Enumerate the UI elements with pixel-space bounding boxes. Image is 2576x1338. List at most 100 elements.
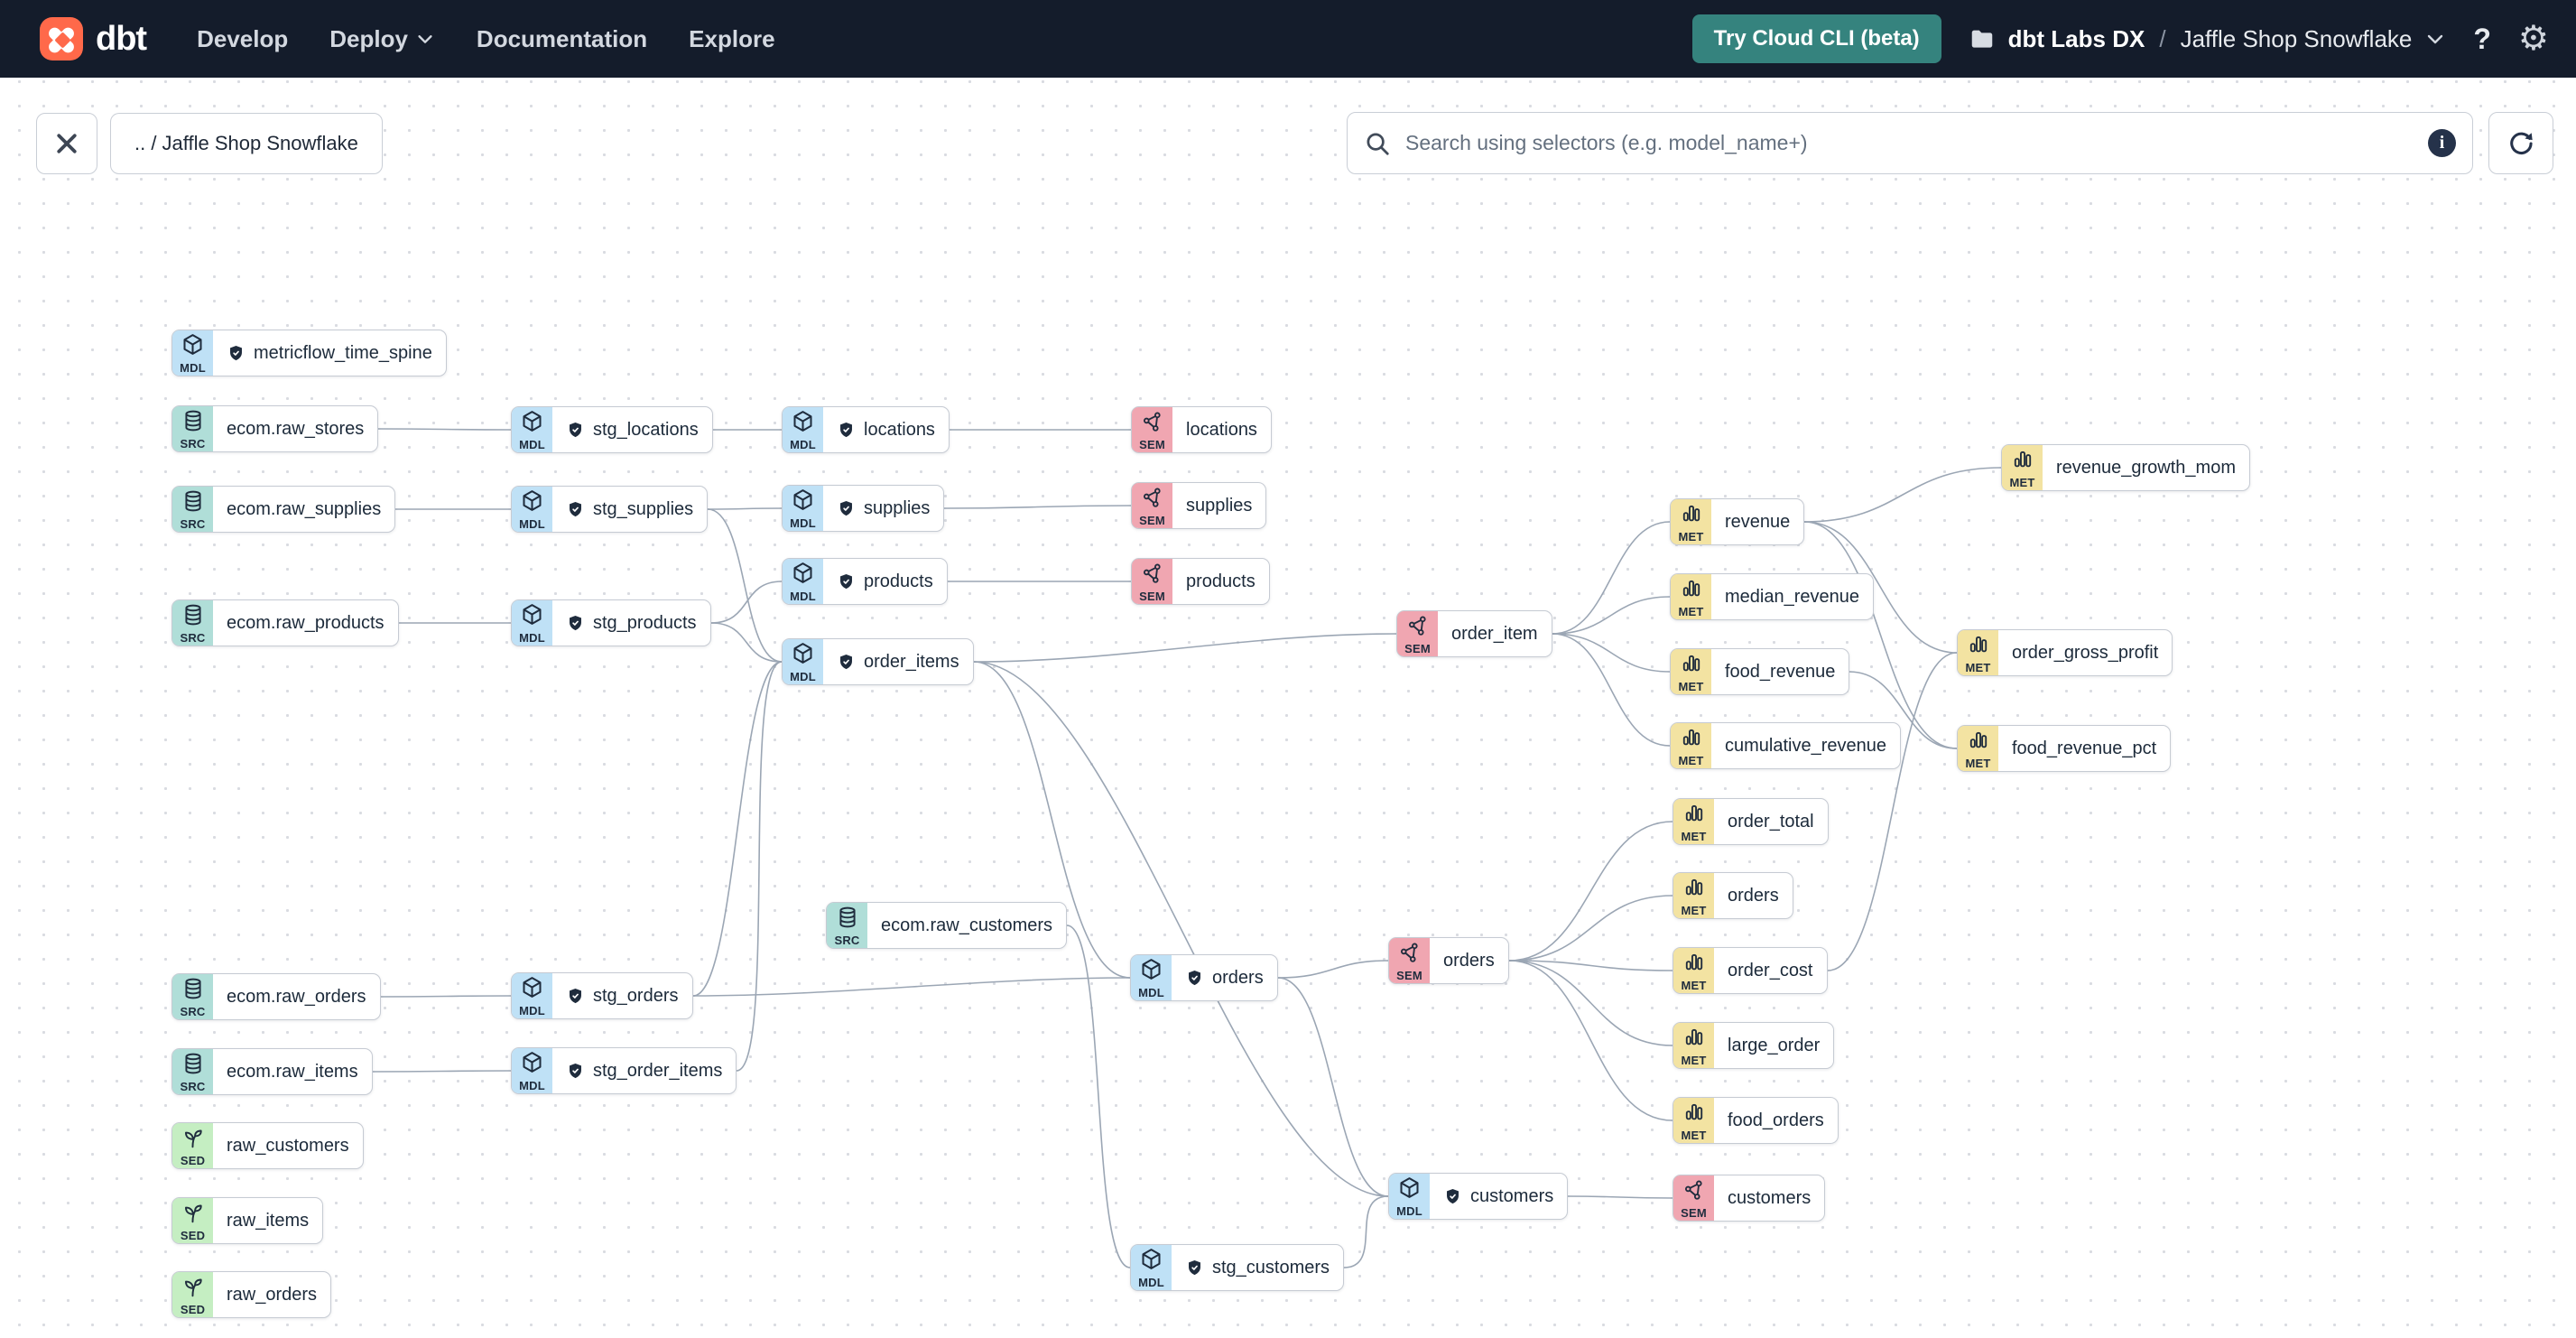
search-input[interactable] (1404, 130, 2428, 156)
database-icon (181, 603, 205, 631)
account-name: dbt Labs DX (2007, 24, 2145, 52)
semantic-icon (1141, 410, 1164, 438)
node-type-label: SEM (1404, 641, 1431, 655)
try-cloud-cli-button[interactable]: Try Cloud CLI (beta) (1691, 14, 1941, 63)
node-body: large_order (1714, 1023, 1833, 1068)
node-body: food_revenue (1711, 649, 1849, 694)
node-label: ecom.raw_customers (881, 915, 1053, 935)
metric-badge: MET (1673, 1098, 1714, 1143)
semantic-icon (1141, 486, 1164, 514)
node-type-label: SEM (1139, 513, 1165, 527)
graph-node-large_order[interactable]: MET large_order (1673, 1022, 1835, 1069)
node-type-label: SRC (180, 1079, 206, 1093)
nav-develop[interactable]: Develop (197, 24, 289, 52)
node-type-label: MET (1681, 1053, 1707, 1067)
database-badge: SRC (172, 600, 213, 646)
graph-node-food_orders[interactable]: MET food_orders (1673, 1097, 1839, 1144)
node-type-label: SRC (180, 630, 206, 645)
node-type-label: MET (1681, 829, 1707, 843)
project-name: Jaffle Shop Snowflake (2180, 24, 2413, 52)
node-label: ecom.raw_supplies (227, 498, 382, 519)
node-type-label: SED (180, 1153, 206, 1167)
database-badge: SRC (172, 1049, 213, 1094)
node-label: stg_order_items (593, 1060, 723, 1081)
question-mark-icon: ? (2473, 22, 2491, 55)
cube-badge: MDL (1389, 1174, 1430, 1219)
shield-icon (840, 654, 852, 669)
nav-explore[interactable]: Explore (689, 24, 775, 52)
info-icon[interactable]: i (2428, 129, 2456, 157)
metric-badge: MET (1671, 574, 1711, 619)
graph-node-orders_met[interactable]: MET orders (1673, 872, 1793, 919)
cube-badge: MDL (783, 486, 823, 531)
metric-badge: MET (1673, 873, 1714, 918)
project-selector[interactable]: dbt Labs DX / Jaffle Shop Snowflake (1969, 25, 2447, 53)
help-button[interactable]: ? (2473, 23, 2491, 56)
node-label: ecom.raw_orders (227, 986, 366, 1007)
dbt-logo[interactable]: dbt (36, 14, 147, 64)
node-label: food_orders (1728, 1110, 1824, 1130)
nav-deploy[interactable]: Deploy (329, 25, 435, 53)
close-lineage-button[interactable] (36, 113, 97, 174)
metric-icon (2011, 448, 2034, 476)
selector-search: i (1347, 112, 2473, 174)
node-body: food_orders (1714, 1098, 1838, 1143)
breadcrumb[interactable]: .. / Jaffle Shop Snowflake (110, 113, 383, 174)
node-body: customers (1714, 1175, 1824, 1221)
graph-node-raw_customers[interactable]: SED raw_customers (171, 1122, 364, 1169)
cube-icon (520, 1050, 544, 1079)
node-label: orders (1728, 885, 1779, 906)
settings-button[interactable]: ⚙ (2518, 22, 2549, 56)
node-body: raw_orders (213, 1272, 330, 1317)
node-type-label: MDL (519, 1004, 545, 1017)
database-icon (181, 1052, 205, 1080)
node-label: raw_customers (227, 1135, 349, 1156)
node-type-label: MDL (519, 517, 545, 531)
cube-icon (791, 641, 815, 670)
cube-icon (791, 409, 815, 438)
nav-documentation[interactable]: Documentation (476, 24, 648, 52)
refresh-button[interactable] (2488, 112, 2553, 174)
node-body: median_revenue (1711, 574, 1873, 619)
metric-badge: MET (1958, 726, 1998, 771)
cube-icon (520, 602, 544, 631)
node-label: metricflow_time_spine (254, 342, 432, 363)
